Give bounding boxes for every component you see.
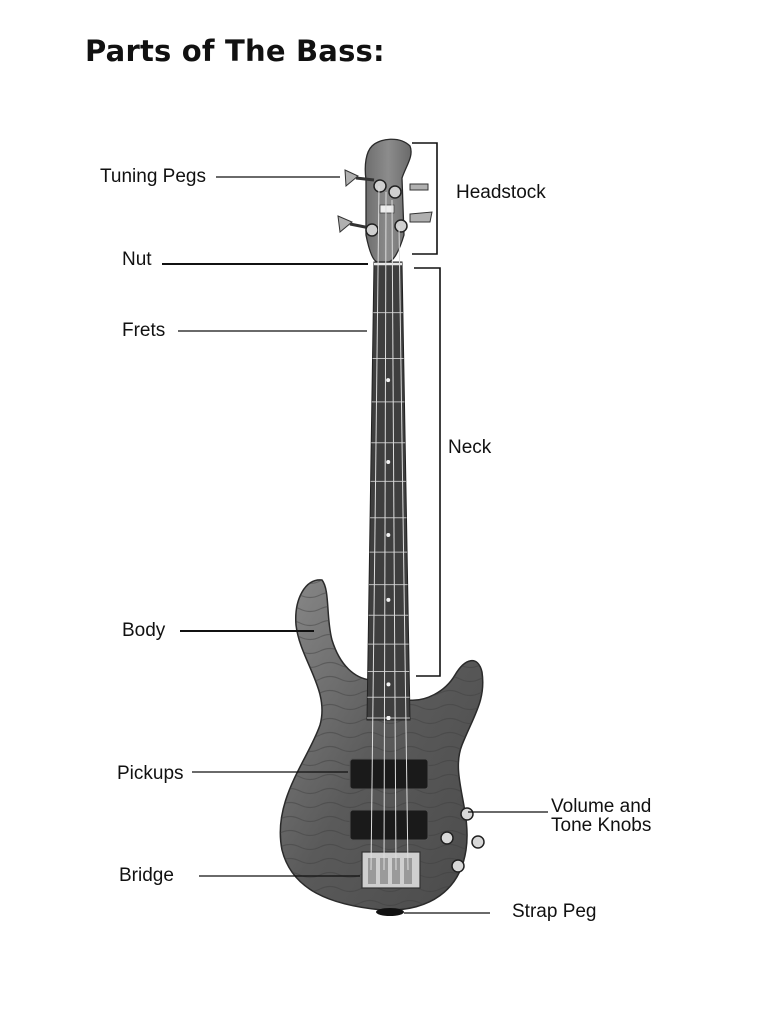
fret-inlay-dot [386, 716, 391, 720]
label-strap-peg: Strap Peg [512, 901, 597, 922]
label-neck: Neck [448, 437, 492, 458]
label-pickups: Pickups [117, 763, 184, 784]
fret-inlay-dot [386, 378, 391, 383]
bracket-headstock [412, 142, 438, 255]
label-tuning-pegs: Tuning Pegs [100, 166, 206, 187]
label-volume-tone-line1: Volume and [551, 796, 652, 817]
bridge [361, 851, 421, 889]
label-body: Body [122, 620, 166, 641]
bracket-neck [414, 267, 441, 677]
leader-lines [162, 142, 548, 914]
fret-inlay-dot [386, 682, 391, 687]
fret-inlay-dot [386, 532, 391, 537]
headstock-shape [364, 138, 412, 263]
fret-inlay-dot [386, 597, 391, 602]
label-bridge: Bridge [119, 865, 174, 886]
strap-peg [376, 908, 404, 916]
volume-tone-knobs [440, 807, 485, 873]
label-frets: Frets [122, 320, 166, 341]
fret-inlays [386, 378, 391, 720]
strings [370, 185, 409, 871]
frets [367, 312, 410, 719]
fret-inlay-dot [386, 460, 391, 465]
tuning-pegs [337, 169, 433, 237]
pickups [349, 758, 429, 841]
page-title: Parts of The Bass: [85, 34, 385, 68]
label-volume-tone-line2: Tone Knobs [551, 815, 652, 836]
label-headstock: Headstock [456, 182, 546, 203]
label-nut: Nut [122, 249, 152, 270]
